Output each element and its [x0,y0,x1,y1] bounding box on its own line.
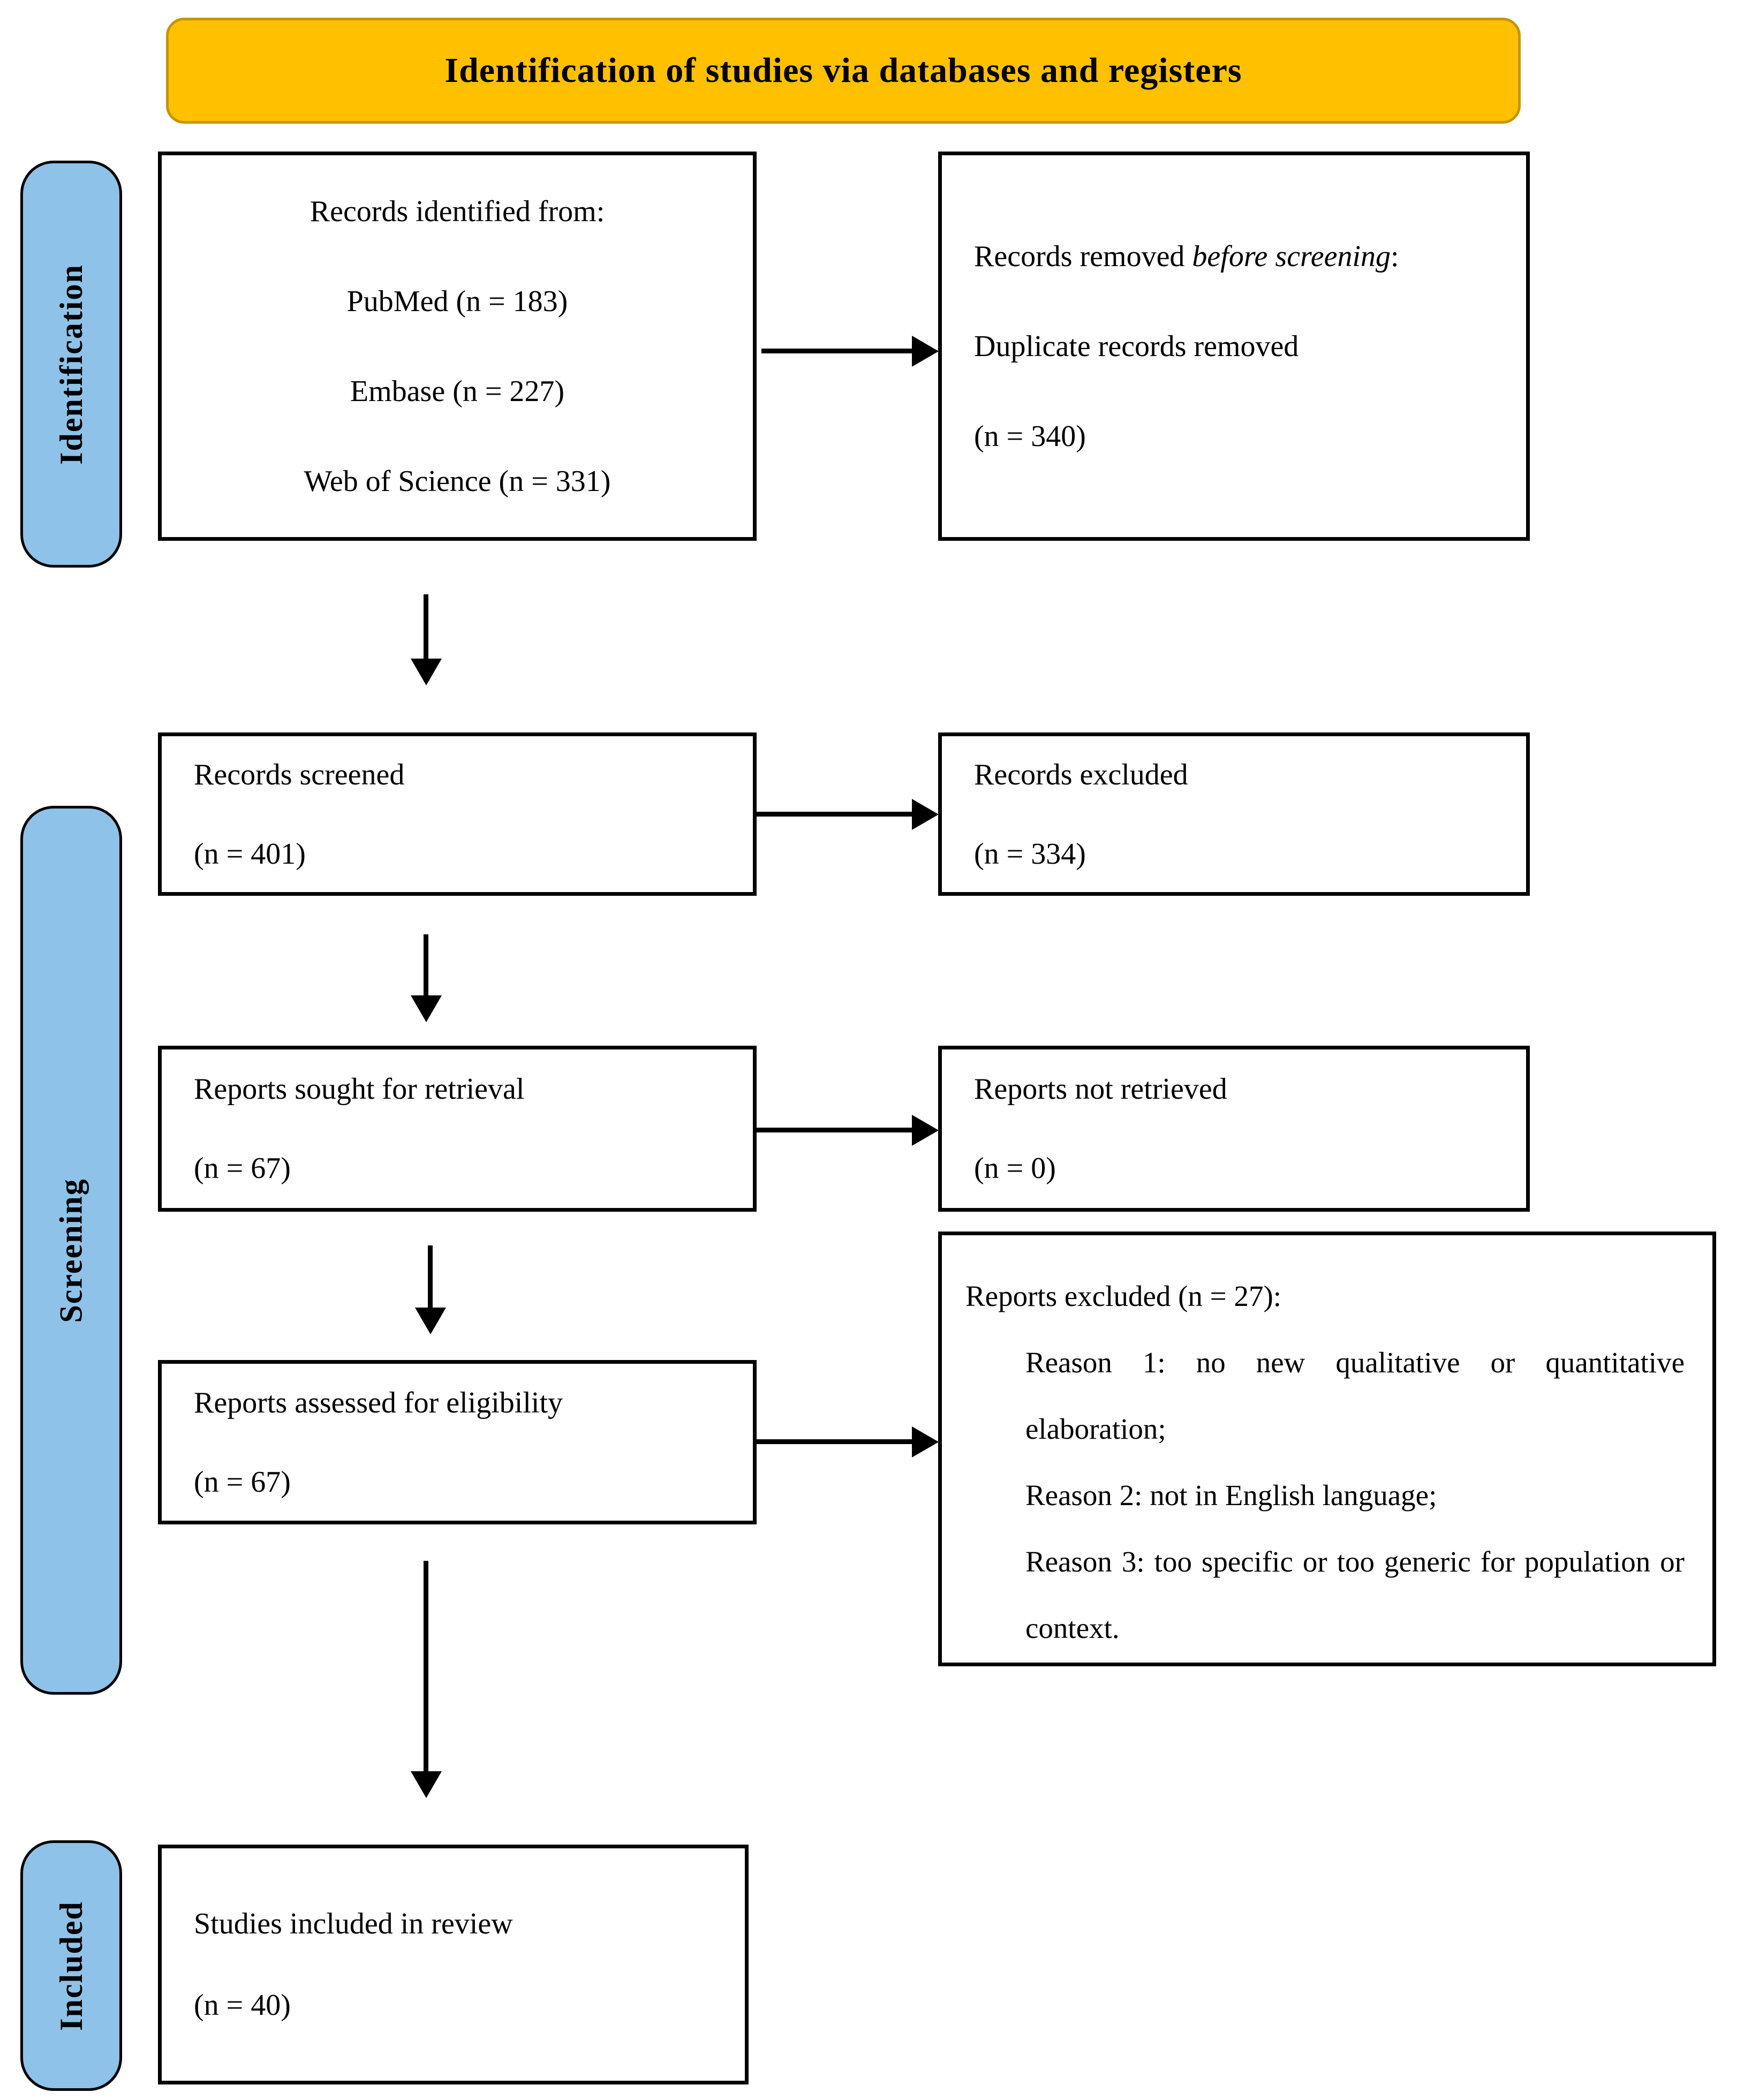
box-records-excluded: Records excluded (n = 334) [938,732,1530,896]
reports-excluded-heading: Reports excluded (n = 27): [965,1280,1282,1312]
records-removed-line1: Records removed before screening: [974,211,1505,301]
arrow-assessed-to-excluded [755,1439,913,1444]
stage-label-included-text: Included [53,1900,89,2031]
records-screened-count: (n = 401) [194,837,306,871]
arrow-identified-to-removed [761,349,913,353]
diagram-title: Identification of studies via databases … [444,51,1242,90]
arrow-sought-to-assessed [428,1245,433,1309]
reports-not-retrieved-line1: Reports not retrieved [974,1072,1227,1106]
records-excluded-line1: Records excluded [974,758,1188,791]
arrow-screened-to-sought [424,934,428,996]
arrow-identified-to-screened [424,594,428,660]
reports-not-retrieved-count: (n = 0) [974,1152,1056,1185]
records-identified-line: Records identified from: [309,194,605,228]
box-reports-excluded-reasons: Reports excluded (n = 27): Reason 1: no … [938,1232,1716,1666]
stage-label-identification-text: Identification [53,263,89,465]
box-studies-included: Studies included in review (n = 40) [158,1845,749,2084]
reports-sought-count: (n = 67) [194,1152,291,1185]
reports-excluded-reason-1: Reason 1: no new qualitative or quantita… [1025,1346,1685,1445]
box-records-identified: Records identified from: PubMed (n = 183… [158,152,757,541]
studies-included-count: (n = 40) [194,1989,291,2022]
studies-included-line1: Studies included in review [194,1907,513,1940]
title-banner: Identification of studies via databases … [166,18,1521,124]
box-records-screened: Records screened (n = 401) [158,732,757,896]
records-identified-pubmed: PubMed (n = 183) [346,284,568,318]
records-removed-italic: before screening [1192,239,1391,273]
arrow-sought-to-not-retrieved [756,1128,913,1132]
stage-label-screening: Screening [20,806,122,1695]
arrow-screened-to-excluded [756,812,913,817]
records-identified-embase: Embase (n = 227) [350,374,565,408]
reports-excluded-reason-2: Reason 2: not in English language; [1025,1479,1437,1512]
reports-excluded-reason-3: Reason 3: too specific or too generic fo… [1025,1545,1685,1644]
stage-label-included: Included [20,1840,122,2091]
box-reports-sought: Reports sought for retrieval (n = 67) [158,1046,757,1212]
box-reports-not-retrieved: Reports not retrieved (n = 0) [938,1046,1530,1212]
stage-label-screening-text: Screening [53,1177,89,1323]
stage-label-identification: Identification [20,161,122,568]
records-identified-wos: Web of Science (n = 331) [304,464,611,498]
records-excluded-count: (n = 334) [974,837,1086,871]
records-removed-count: (n = 340) [974,419,1086,453]
reports-assessed-count: (n = 67) [194,1465,291,1499]
reports-assessed-line1: Reports assessed for eligibility [194,1386,563,1419]
box-reports-assessed: Reports assessed for eligibility (n = 67… [158,1360,757,1524]
reports-sought-line1: Reports sought for retrieval [194,1072,525,1106]
records-removed-line2: Duplicate records removed [974,329,1299,363]
records-screened-line1: Records screened [194,758,405,791]
records-removed-suffix: : [1391,239,1399,273]
box-records-removed: Records removed before screening: Duplic… [938,152,1530,541]
records-removed-prefix: Records removed [974,239,1192,273]
arrow-assessed-to-included [424,1561,428,1772]
